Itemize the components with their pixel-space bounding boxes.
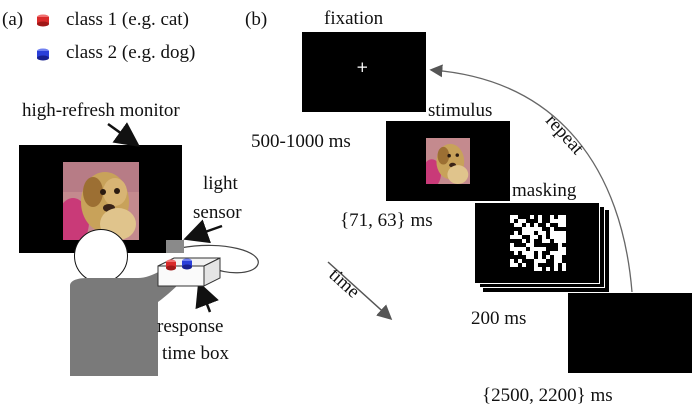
- red-button-legend-icon: [35, 13, 51, 29]
- final-duration: {2500, 2200} ms: [482, 386, 613, 405]
- monitor-label: high-refresh monitor: [22, 101, 180, 120]
- box-label-line1: response: [157, 317, 223, 336]
- mask-noise-pattern: [510, 215, 566, 271]
- stimulus-dog-image: [426, 138, 470, 184]
- time-label: time: [325, 265, 363, 302]
- stimulus-title: stimulus: [428, 101, 492, 120]
- light-sensor: [166, 240, 184, 253]
- monitor-pointer-arrow: [108, 124, 136, 144]
- fixation-duration: 500-1000 ms: [251, 132, 351, 151]
- box-label-line2: time box: [162, 344, 229, 363]
- fixation-cross: +: [356, 60, 369, 75]
- stimulus-duration: {71, 63} ms: [340, 211, 433, 230]
- repeat-label: repeat: [542, 111, 587, 158]
- fixation-title: fixation: [324, 9, 383, 28]
- masking-duration: 200 ms: [471, 309, 526, 328]
- sensor-label-line1: light: [203, 174, 238, 193]
- panel-b-label: (b): [245, 10, 267, 29]
- final-blank-screen: [568, 293, 692, 373]
- legend-class-2: class 2 (e.g. dog): [66, 43, 195, 62]
- legend-class-1: class 1 (e.g. cat): [66, 10, 189, 29]
- masking-title: masking: [512, 181, 576, 200]
- sensor-pointer-arrow: [188, 226, 222, 238]
- panel-a-label: (a): [2, 10, 23, 29]
- blue-button-legend-icon: [35, 47, 51, 63]
- sensor-label-line2: sensor: [193, 203, 242, 222]
- response-time-box: [154, 256, 224, 292]
